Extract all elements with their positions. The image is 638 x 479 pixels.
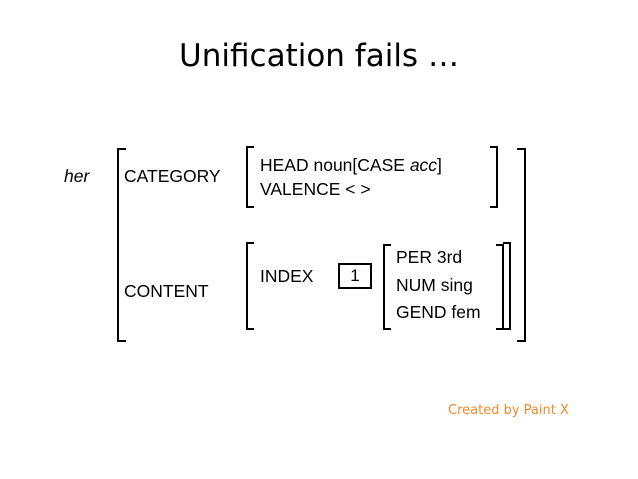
category-right-bracket xyxy=(490,146,498,208)
word-label: her xyxy=(64,166,90,186)
per-feature: PER 3rd xyxy=(396,247,463,267)
outer-left-bracket xyxy=(117,148,126,342)
index-right-bracket xyxy=(496,244,504,330)
index-label: INDEX xyxy=(260,266,314,286)
category-label: CATEGORY xyxy=(124,166,221,186)
slide-title: Unification fails … xyxy=(179,38,459,74)
content-label: CONTENT xyxy=(124,281,209,301)
watermark: Created by Paint X xyxy=(448,403,569,418)
content-left-bracket xyxy=(246,242,254,330)
head-suffix: ] xyxy=(437,155,442,175)
outer-right-bracket xyxy=(517,148,526,342)
content-right-bracket xyxy=(503,242,511,330)
head-prefix: HEAD noun[CASE xyxy=(260,155,405,175)
num-feature: NUM sing xyxy=(396,275,473,295)
valence-feature: VALENCE < > xyxy=(260,179,371,199)
head-feature: HEAD noun[CASE acc] xyxy=(260,155,442,175)
gend-feature: GEND fem xyxy=(396,302,481,322)
index-left-bracket xyxy=(383,244,391,330)
index-tag-box: 1 xyxy=(338,263,372,289)
category-left-bracket xyxy=(246,146,254,208)
case-value: acc xyxy=(409,155,438,175)
